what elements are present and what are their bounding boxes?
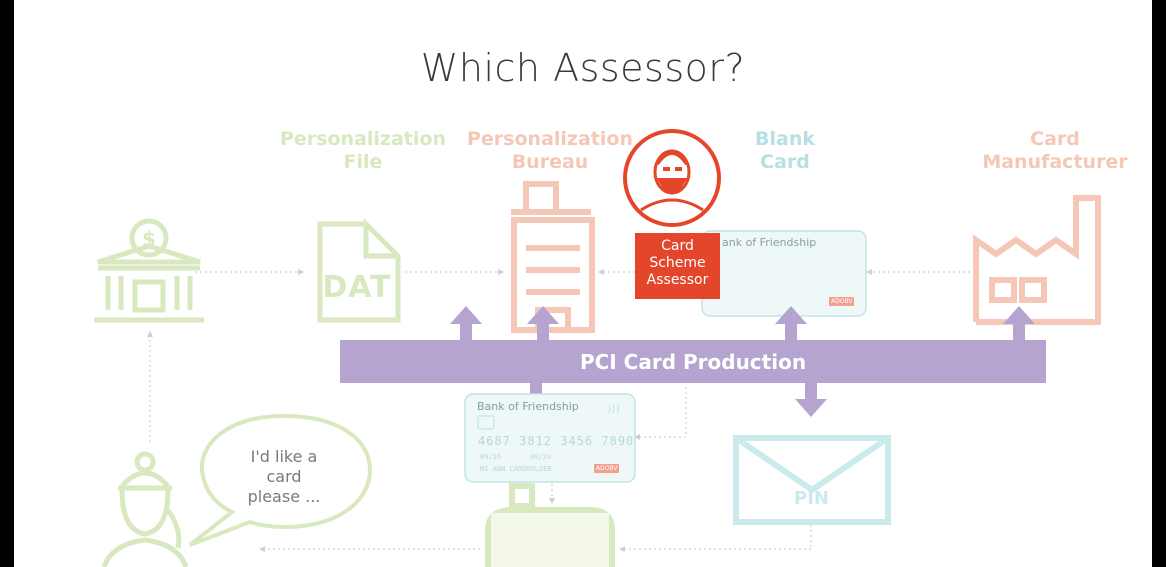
assessor-avatar-icon xyxy=(623,129,721,227)
label-line: File xyxy=(343,151,383,173)
speech-bubble-icon xyxy=(188,413,373,547)
file-icon-text: DAT xyxy=(322,270,392,305)
card-front-holder: MS ANN CARDHOLDER xyxy=(480,465,552,473)
assessor-line: Assessor xyxy=(646,272,709,288)
speech-line: I'd like a xyxy=(250,447,318,466)
card-front-brand: ADOBV xyxy=(594,464,620,473)
dollar-glyph: $ xyxy=(142,227,156,251)
mailbox-fill xyxy=(491,513,609,567)
card-front-number: 4687 3812 3456 7890 xyxy=(478,434,635,448)
label-personalization-bureau: Personalization Bureau xyxy=(460,128,640,174)
label-personalization-file: Personalization File xyxy=(273,128,453,174)
speech-line: please ... xyxy=(247,487,321,506)
pin-envelope-icon xyxy=(733,435,891,525)
assessor-line: Scheme xyxy=(649,255,706,271)
file-icon xyxy=(317,217,401,323)
arrowheads xyxy=(147,269,872,552)
card-front-icon xyxy=(464,393,636,483)
bank-building-icon xyxy=(94,218,204,323)
bureau-building-icon xyxy=(511,181,595,333)
blank-card-bank-name: ank of Friendship xyxy=(722,236,817,249)
card-front-valid-from: 09/16 xyxy=(480,453,502,461)
customer-person-icon xyxy=(101,451,189,567)
card-front-valid-to: 08/20 xyxy=(530,453,552,461)
label-line: Bureau xyxy=(511,151,589,173)
dotted-connectors xyxy=(149,271,970,550)
label-line: Personalization xyxy=(280,128,446,150)
assessor-line: Card xyxy=(661,238,694,254)
slide-title: Which Assessor? xyxy=(420,46,746,90)
card-chip-icon xyxy=(477,415,495,430)
label-blank-card: Blank Card xyxy=(735,128,835,174)
contactless-icon: ))) xyxy=(607,402,620,415)
label-line: Personalization xyxy=(467,128,633,150)
label-card-manufacturer: Card Manufacturer xyxy=(975,128,1135,174)
label-line: Card xyxy=(760,151,810,173)
pin-envelope-label: PIN xyxy=(794,488,829,509)
mailbox-icon xyxy=(485,483,615,567)
speech-bubble-text: I'd like a card please ... xyxy=(224,447,344,507)
card-front-bank-name: Bank of Friendship xyxy=(477,400,579,413)
label-line: Blank xyxy=(755,128,815,150)
blank-card-brand: ADOBV xyxy=(829,297,855,306)
label-line: Card xyxy=(1030,128,1080,150)
card-scheme-assessor-badge: Card Scheme Assessor xyxy=(635,233,720,299)
speech-line: card xyxy=(266,467,302,486)
pci-band xyxy=(340,340,1046,383)
pci-band-label: PCI Card Production xyxy=(579,350,807,374)
label-line: Manufacturer xyxy=(982,151,1128,173)
factory-icon xyxy=(973,195,1101,325)
